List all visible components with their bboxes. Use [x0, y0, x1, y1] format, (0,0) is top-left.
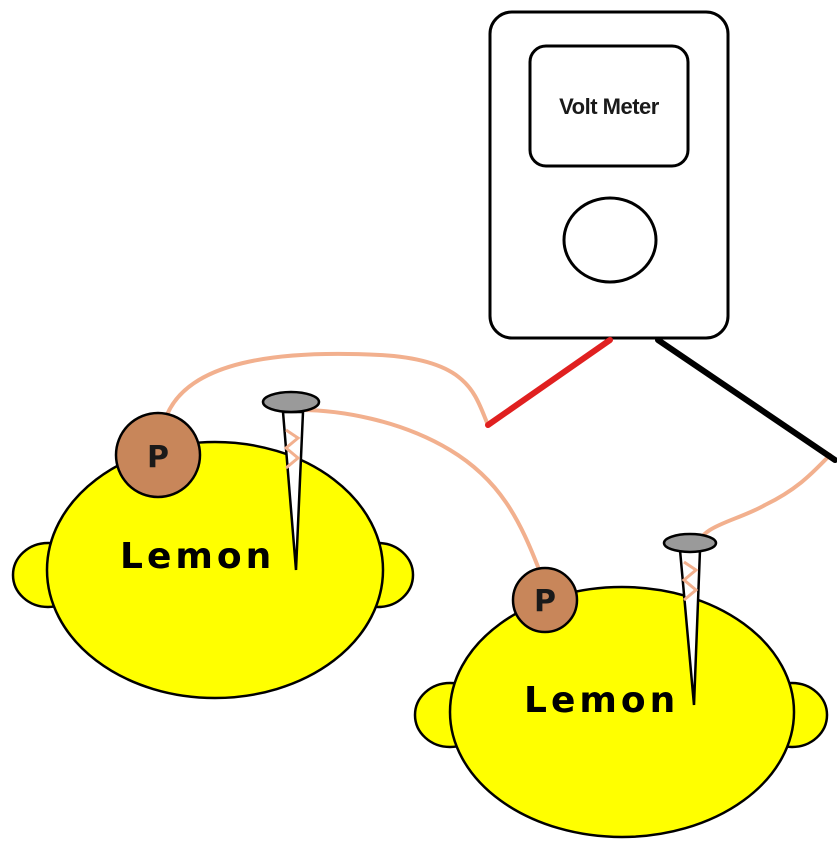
wire-penny1-to-red-lead: [163, 351, 490, 427]
red-lead: [485, 337, 613, 428]
penny-2-label: P: [534, 584, 556, 619]
lemon-2: Lemon P: [413, 532, 829, 839]
wire-nail2-to-black-lead: [695, 453, 832, 550]
nail-2-head: [662, 532, 718, 554]
black-lead: [655, 337, 837, 463]
nail-2-wrap: [681, 560, 699, 602]
wire-nail1-to-penny2: [298, 408, 542, 574]
lemon-2-label: Lemon: [524, 680, 679, 721]
volt-meter-display: [528, 44, 690, 168]
penny-2: [511, 566, 579, 634]
volt-meter-label: Volt Meter: [559, 94, 660, 119]
nail-1-head: [261, 390, 321, 414]
lemon-1: Lemon P: [11, 390, 415, 700]
lemon-1-label: Lemon: [120, 536, 275, 577]
wires: [163, 351, 832, 574]
volt-meter-dial: [562, 196, 658, 284]
nail-1-wrap: [283, 428, 301, 470]
penny-1: [114, 411, 202, 499]
volt-meter: Volt Meter: [488, 10, 730, 340]
lemon-2-body: [448, 585, 796, 839]
penny-1-label: P: [147, 440, 169, 475]
